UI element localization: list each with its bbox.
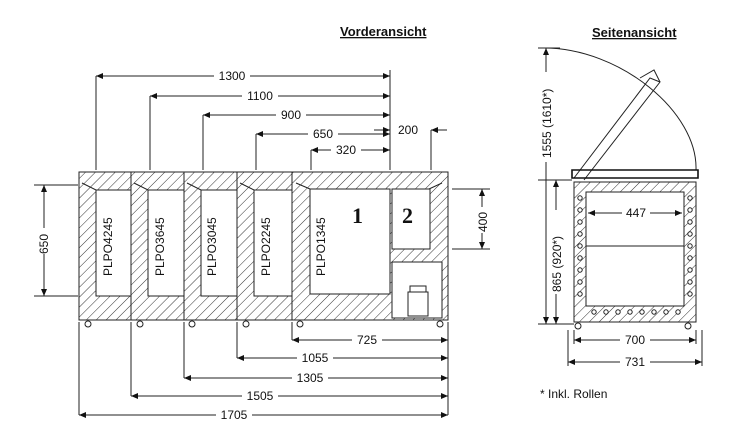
dim-650: 650	[313, 127, 333, 141]
dim-725: 725	[357, 333, 377, 347]
dim-side-height-open: 1555 (1610*)	[540, 89, 554, 158]
front-view-heading: Vorderansicht	[340, 24, 427, 39]
dim-height-650: 650	[37, 234, 51, 254]
dim-1505: 1505	[247, 389, 274, 403]
dim-320: 320	[336, 143, 356, 157]
dim-900: 900	[281, 108, 301, 122]
dim-inner-447: 447	[626, 206, 646, 220]
dim-side-height-closed: 865 (920*)	[550, 236, 564, 292]
unit-plpo1345	[291, 171, 449, 321]
side-wall-holes	[577, 195, 693, 315]
model-label-plpo3645: PLPO3645	[153, 217, 167, 276]
footnote: * Inkl. Rollen	[540, 387, 607, 401]
model-label-plpo3045: PLPO3045	[205, 217, 219, 276]
castors	[84, 320, 444, 328]
side-view-heading: Seitenansicht	[592, 25, 677, 40]
front-view: PLPO4245 PLPO3645 PLPO3045 PLPO2245 PLPO…	[78, 171, 449, 328]
model-label-plpo4245: PLPO4245	[101, 217, 115, 276]
dim-200: 200	[398, 123, 418, 137]
dim-1705: 1705	[221, 408, 248, 422]
dim-1305: 1305	[297, 371, 324, 385]
compartment-2-label: 2	[402, 203, 413, 228]
dim-width-700: 700	[625, 333, 645, 347]
dim-right-400: 400	[476, 212, 490, 232]
dim-1300: 1300	[219, 69, 246, 83]
dim-1055: 1055	[302, 351, 329, 365]
model-label-plpo1345: PLPO1345	[314, 217, 328, 276]
compartment-1-label: 1	[352, 203, 363, 228]
side-view: 1555 (1610*) 865 (920*) 447 700 731 * In…	[537, 47, 703, 401]
dim-1100: 1100	[247, 89, 273, 103]
model-label-plpo2245: PLPO2245	[259, 217, 273, 276]
dim-width-731: 731	[625, 355, 645, 369]
front-dimensions: 1300 1100 900 650 320 200 650 400 725	[34, 68, 490, 422]
